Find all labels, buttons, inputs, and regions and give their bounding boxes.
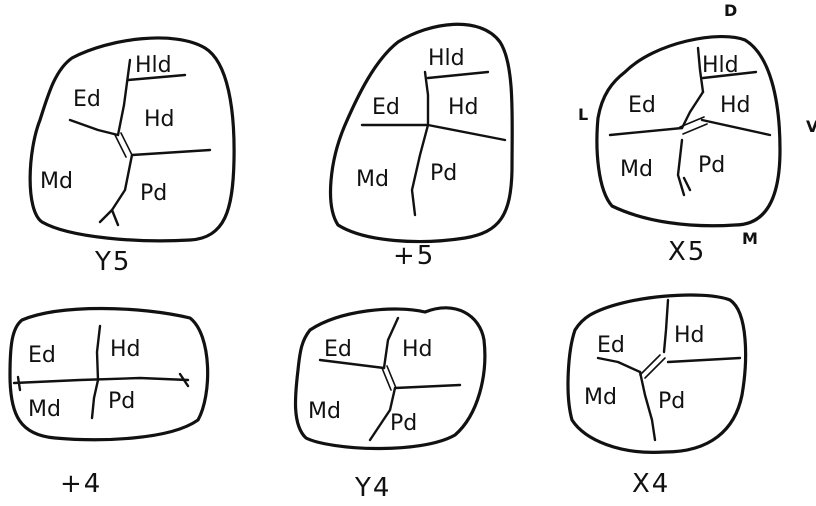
cusp-label: Hd (448, 95, 479, 120)
groove (382, 316, 400, 370)
groove (680, 90, 705, 130)
cusp-label: Md (40, 169, 73, 194)
cusp-label: Ed (372, 95, 400, 120)
groove (682, 176, 692, 192)
tooth-y5: Hld Ed Hd Md Pd Y5 (28, 36, 236, 277)
central-fissure (639, 354, 666, 379)
tooth-caption: Y5 (94, 247, 131, 277)
tooth-plus4: Ed Hd Md Pd +4 (8, 306, 210, 499)
groove (676, 138, 686, 197)
central-fissure (679, 116, 708, 135)
cusp-label: Hd (402, 337, 433, 362)
cusp-label: Md (28, 397, 61, 422)
orientation-left: L (578, 105, 588, 124)
tooth-y4: Ed Hd Md Pd Y4 (293, 306, 487, 503)
groove (130, 148, 212, 157)
cusp-label: Md (584, 385, 617, 410)
cusp-label: Md (356, 167, 389, 192)
groove (638, 370, 657, 442)
groove (410, 123, 430, 217)
groove (98, 153, 134, 224)
groove (423, 70, 430, 127)
cusp-label: Hd (110, 337, 141, 362)
cusp-label: Hd (144, 107, 175, 132)
groove (16, 375, 22, 392)
tooth-caption: +5 (393, 241, 435, 271)
tooth-x4: Ed Hd Md Pd X4 (566, 293, 748, 499)
tooth-plus5: Hld Ed Hd Md Pd +5 (328, 22, 514, 271)
groove (426, 123, 507, 142)
tooth-caption: X4 (632, 469, 670, 499)
central-fissure (381, 365, 397, 391)
central-fissure (114, 132, 133, 158)
groove (666, 356, 742, 364)
orientation-bottom: M (742, 229, 758, 248)
cusp-label: Hd (720, 93, 751, 118)
orientation-right: V (806, 117, 816, 136)
groove (68, 118, 120, 137)
cusp-label: Pd (658, 389, 685, 414)
tooth-outline (28, 36, 236, 243)
cusp-label: Pd (140, 181, 167, 206)
groove (596, 356, 642, 374)
groove (318, 358, 386, 370)
tooth-outline (8, 306, 210, 442)
groove (701, 70, 758, 80)
groove (126, 73, 187, 82)
cusp-label: Md (308, 399, 341, 424)
groove (426, 70, 490, 80)
tooth-outline (328, 22, 514, 244)
cusp-label: Hld (702, 53, 739, 78)
cusp-label: Hld (428, 46, 465, 71)
groove (662, 298, 670, 354)
cusp-label: Pd (430, 161, 457, 186)
groove (12, 376, 190, 385)
cusp-label: Ed (628, 93, 656, 118)
groove (90, 324, 102, 420)
tooth-outline (293, 306, 487, 451)
tooth-caption: Y4 (354, 473, 391, 503)
cusp-label: Pd (108, 389, 135, 414)
cusp-label: Ed (324, 337, 352, 362)
cusp-label: Hd (674, 323, 705, 348)
groove (393, 383, 462, 390)
groove (178, 372, 190, 388)
cusp-label: Md (620, 157, 653, 182)
tooth-outline (566, 293, 748, 454)
cusp-label: Ed (73, 87, 101, 112)
tooth-outline (595, 34, 782, 228)
groove (368, 386, 397, 442)
groove (110, 208, 120, 227)
tooth-caption: +4 (60, 469, 102, 499)
tooth-caption: X5 (668, 237, 706, 267)
tooth-x5: Hld Ed Hd Md Pd X5 D L V M (578, 1, 816, 267)
groove (608, 126, 684, 137)
cusp-label: Pd (390, 411, 417, 436)
groove (700, 118, 772, 137)
orientation-top: D (724, 1, 737, 20)
groove (116, 58, 132, 137)
cusp-label: Ed (597, 333, 625, 358)
cusp-label: Pd (698, 153, 725, 178)
cusp-label: Hld (135, 53, 172, 78)
groove (696, 46, 705, 94)
cusp-label: Ed (28, 343, 56, 368)
